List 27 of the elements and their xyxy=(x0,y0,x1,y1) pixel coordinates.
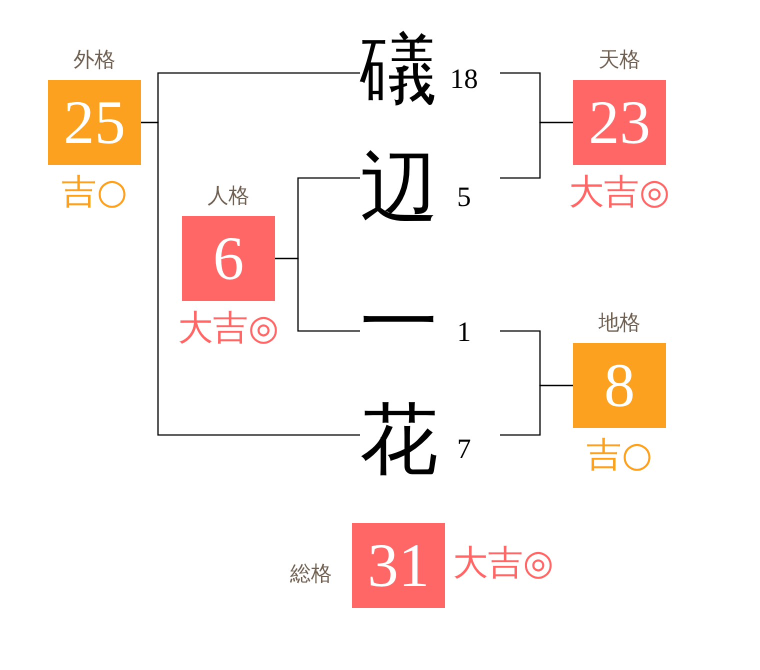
score-number: 6 xyxy=(213,228,244,290)
score-number: 31 xyxy=(368,534,430,596)
name-character: 一 xyxy=(360,284,438,362)
fortune-category-label: 天格 xyxy=(598,50,640,70)
name-character: 辺 xyxy=(360,149,438,227)
fortune-category-label: 外格 xyxy=(74,50,116,70)
fortune-rating: 吉○ xyxy=(586,438,652,474)
fortune-rating: 大吉◎ xyxy=(453,546,554,581)
name-character: 花 xyxy=(360,401,438,479)
fortune-category-label: 人格 xyxy=(208,186,250,206)
stroke-count: 7 xyxy=(457,436,471,464)
fortune-category-label: 地格 xyxy=(598,312,640,334)
connector-line xyxy=(500,384,573,436)
score-number: 23 xyxy=(588,92,650,154)
fortune-category-label: 総格 xyxy=(290,563,332,584)
score-number: 8 xyxy=(604,354,635,416)
fortune-rating: 大吉◎ xyxy=(178,312,279,346)
stroke-count: 5 xyxy=(457,184,471,212)
fortune-rating: 大吉◎ xyxy=(569,176,670,210)
connector-line xyxy=(141,122,360,436)
fortune-rating: 吉○ xyxy=(62,176,128,210)
stroke-count: 18 xyxy=(450,66,478,94)
name-character: 礒 xyxy=(360,31,438,109)
connector-line xyxy=(275,258,360,332)
connector-line xyxy=(500,122,573,179)
score-number: 25 xyxy=(64,92,126,154)
stroke-count: 1 xyxy=(457,319,471,347)
